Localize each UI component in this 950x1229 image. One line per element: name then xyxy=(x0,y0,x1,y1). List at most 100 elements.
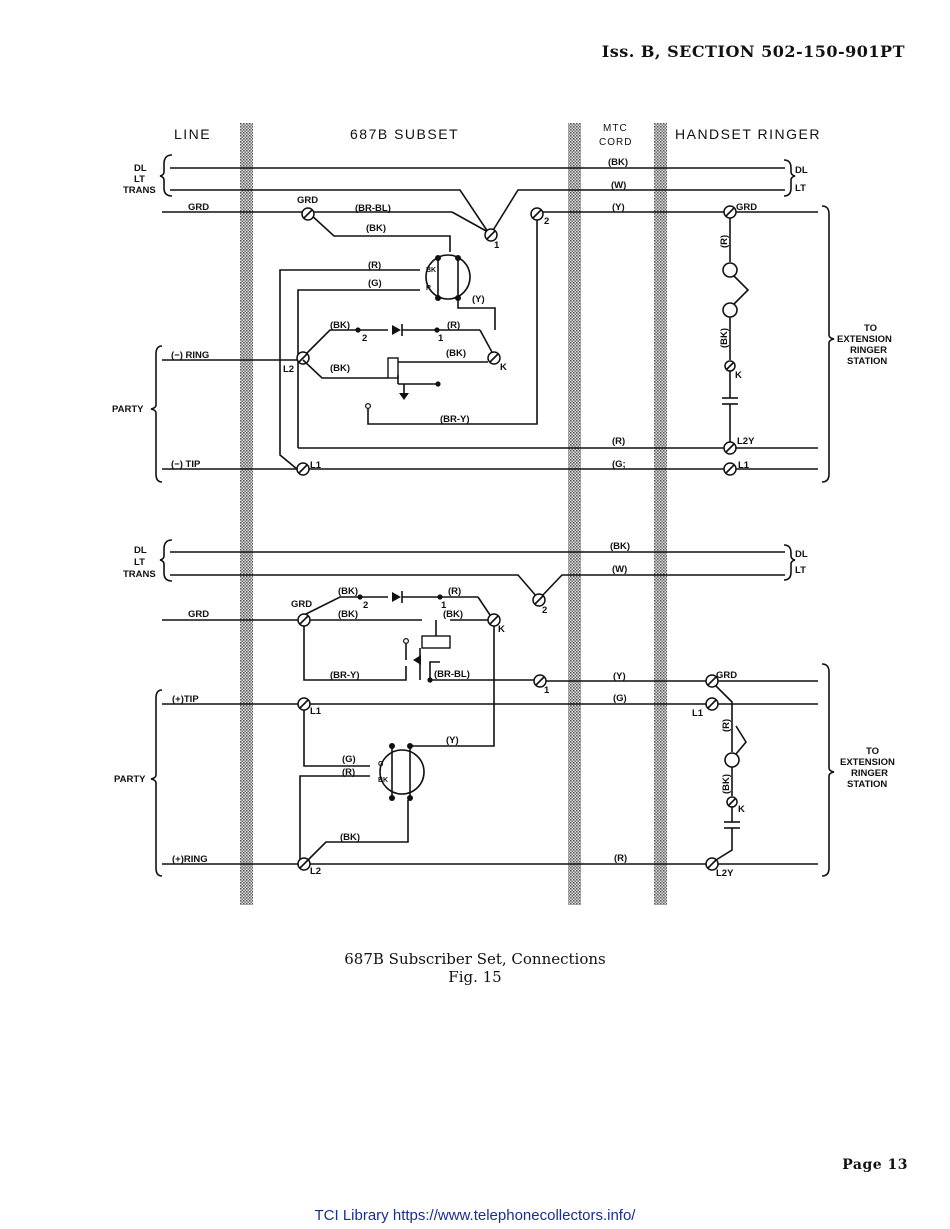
top-bk-diode-label: (BK) xyxy=(330,320,350,331)
bottom-party-brace xyxy=(150,689,163,877)
cord-ringer-separator xyxy=(654,123,667,905)
bottom-r-label: (R) xyxy=(342,767,355,778)
top-dl-label: DL xyxy=(134,163,147,174)
top-grd-label: GRD xyxy=(188,202,209,213)
bottom-ringer-label: RINGER xyxy=(851,768,888,779)
top-ringer-l2y-label: L2Y xyxy=(737,436,755,447)
top-bk-k-label: (BK) xyxy=(446,348,466,359)
bottom-dl-right: DL xyxy=(795,549,808,560)
figure-caption-title: 687B Subscriber Set, Connections xyxy=(344,950,606,968)
top-trans-brace xyxy=(159,154,173,197)
bottom-ringer-grd-label: GRD xyxy=(716,670,737,681)
bottom-y-cord: (Y) xyxy=(613,671,626,682)
column-cord: CORD xyxy=(599,137,632,148)
wiring-diagram: LINE 687B SUBSET MTC CORD HANDSET RINGER… xyxy=(112,123,895,905)
top-terminal-1-label: 1 xyxy=(494,240,500,251)
section-header: Iss. B, SECTION 502-150-901PT xyxy=(601,42,905,61)
bottom-bk-k-label: (BK) xyxy=(443,609,463,620)
library-footer-link[interactable]: TCI Library https://www.telephonecollect… xyxy=(314,1207,636,1224)
top-trans-label: TRANS xyxy=(123,185,156,196)
top-lt-right: LT xyxy=(795,183,806,194)
top-r-cord: (R) xyxy=(612,436,625,447)
top-ringer-k-label: K xyxy=(735,370,742,381)
bottom-r-diode-label: (R) xyxy=(448,586,461,597)
top-dl-right: DL xyxy=(795,165,808,176)
top-terminal-2-label: 2 xyxy=(544,216,549,227)
top-ringer-l1-label: L1 xyxy=(738,460,750,471)
bottom-trans-brace xyxy=(159,539,173,582)
top-network xyxy=(425,254,471,300)
top-extension-label: EXTENSION xyxy=(837,334,892,345)
top-extension-brace xyxy=(821,205,835,483)
bottom-num-1: 1 xyxy=(441,600,447,611)
top-g-cord: (G; xyxy=(612,459,626,470)
top-num-1: 1 xyxy=(438,333,444,344)
bottom-l2-label: L2 xyxy=(310,866,321,877)
bottom-g-cord: (G) xyxy=(613,693,627,704)
bottom-num-2: 2 xyxy=(363,600,368,611)
subset-cord-separator xyxy=(568,123,581,905)
svg-text:G: G xyxy=(378,761,384,768)
column-subset: 687B SUBSET xyxy=(350,126,459,142)
bottom-terminal-2-label: 2 xyxy=(542,605,547,616)
bottom-k-label: K xyxy=(498,624,505,635)
bottom-network xyxy=(379,749,425,795)
bottom-ringer-l2y-label: L2Y xyxy=(716,868,734,879)
column-mtc: MTC xyxy=(603,123,628,134)
top-tip-label: (−) TIP xyxy=(171,459,201,470)
bottom-br-y-label: (BR-Y) xyxy=(330,670,360,681)
top-y-cord: (Y) xyxy=(612,202,625,213)
top-br-bl-label: (BR-BL) xyxy=(355,203,391,214)
top-ringer-r-label: (R) xyxy=(719,235,730,248)
svg-text:BK: BK xyxy=(426,267,436,274)
bottom-br-bl-label: (BR-BL) xyxy=(434,669,470,680)
bottom-ring-label: (+)RING xyxy=(172,854,208,865)
bottom-extension-brace xyxy=(821,663,835,877)
top-ring-label: (−) RING xyxy=(171,350,209,361)
top-party-label: PARTY xyxy=(112,404,144,415)
top-num-2: 2 xyxy=(362,333,367,344)
page-number: Page 13 xyxy=(842,1157,908,1173)
top-ringer-grd-label: GRD xyxy=(736,202,757,213)
top-l2-label: L2 xyxy=(283,364,294,375)
bottom-terminal-1-label: 1 xyxy=(544,685,550,696)
bottom-y-label: (Y) xyxy=(446,735,459,746)
top-bk-label: (BK) xyxy=(366,223,386,234)
top-g-label: (G) xyxy=(368,278,382,289)
bottom-party-label: PARTY xyxy=(114,774,146,785)
bottom-ringer-l1-label: L1 xyxy=(692,708,704,719)
top-station-label: STATION xyxy=(847,356,887,367)
top-ringer-label: RINGER xyxy=(850,345,887,356)
column-line: LINE xyxy=(174,126,211,142)
top-party-brace xyxy=(150,345,163,483)
bottom-grd-label: GRD xyxy=(188,609,209,620)
bottom-ringer-bk-label: (BK) xyxy=(721,774,732,794)
bottom-bk-label: (BK) xyxy=(338,609,358,620)
bottom-ringer-r-label: (R) xyxy=(721,719,732,732)
top-to-label: TO xyxy=(864,323,877,334)
top-ringer-bk-label: (BK) xyxy=(719,328,730,348)
bottom-w-cord: (W) xyxy=(612,564,627,575)
bottom-ringer-k-label: K xyxy=(738,804,745,815)
top-grd-term-label: GRD xyxy=(297,195,318,206)
top-diagram: DL LT TRANS (BK) (W) DL LT GRD GRD (BR-B… xyxy=(112,154,892,483)
bottom-g-label: (G) xyxy=(342,754,356,765)
bottom-to-label: TO xyxy=(866,746,879,757)
bottom-station-label: STATION xyxy=(847,779,887,790)
bottom-l1-label: L1 xyxy=(310,706,322,717)
top-r-diode-label: (R) xyxy=(447,320,460,331)
bottom-dl-label: DL xyxy=(134,545,147,556)
top-r-label: (R) xyxy=(368,260,381,271)
bottom-bk-lower-label: (BK) xyxy=(340,832,360,843)
bottom-grd-term-label: GRD xyxy=(291,599,312,610)
bottom-r-cord: (R) xyxy=(614,853,627,864)
top-br-y-label: (BR-Y) xyxy=(440,414,470,425)
svg-text:BK: BK xyxy=(378,777,388,784)
bottom-lt-right: LT xyxy=(795,565,806,576)
bottom-bk-cord: (BK) xyxy=(610,541,630,552)
bottom-bk-diode-label: (BK) xyxy=(338,586,358,597)
column-handset-ringer: HANDSET RINGER xyxy=(675,126,821,142)
bottom-extension-label: EXTENSION xyxy=(840,757,895,768)
top-l1-label: L1 xyxy=(310,460,322,471)
